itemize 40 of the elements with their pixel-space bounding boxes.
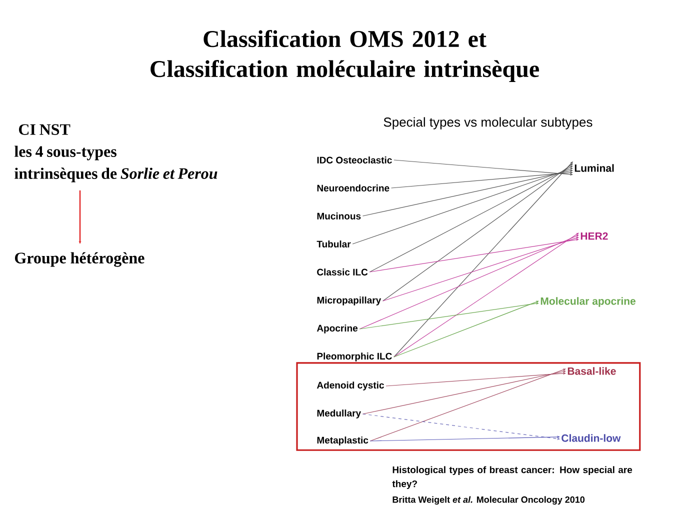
type-label: Medullary <box>317 410 361 418</box>
connector-line <box>369 238 579 272</box>
connector-line <box>390 171 573 188</box>
connector-line <box>382 164 573 302</box>
type-label: Apocrine <box>316 324 358 334</box>
caption: Histological types of breast cancer: How special are they? <box>392 466 632 490</box>
type-label: Micropapillary <box>317 296 382 306</box>
subtype-label: Luminal <box>574 164 614 172</box>
type-label: Mucinous <box>317 212 361 220</box>
text: les 4 sous-types intrinsèques de Sorlie et Perou <box>14 146 218 182</box>
connector-line <box>394 300 539 358</box>
figure-heading: Special types vs molecular subtypes <box>384 117 592 130</box>
connector-line <box>359 234 579 330</box>
connector-line <box>359 302 539 330</box>
connector-line <box>386 372 566 386</box>
citation: Britta Weigelt et al. Molecular Oncology 2010 <box>392 496 585 505</box>
type-label: Adenoid cystic <box>316 382 384 390</box>
connector-line <box>352 168 573 244</box>
highlight-box <box>296 362 641 451</box>
type-label: IDC Osteoclastic <box>317 156 392 164</box>
connector-line <box>369 166 573 272</box>
subtype-label: HER2 <box>580 232 608 240</box>
type-label: Metaplastic <box>317 436 368 446</box>
connector-line <box>362 414 560 440</box>
type-label: Pleomorphic ILC <box>317 352 392 362</box>
connector-line <box>370 436 560 442</box>
type-label: Classic ILC <box>317 268 368 276</box>
heading: CI NST <box>19 124 70 135</box>
connector-line <box>362 170 573 216</box>
connector-line <box>362 370 566 414</box>
subtype-label: Basal-like <box>568 367 616 375</box>
type-label: Neuroendocrine <box>317 184 390 192</box>
subtype-label: Molecular apocrine <box>540 297 636 307</box>
connector-line <box>382 236 579 302</box>
subtype-label: Claudin-low <box>562 434 621 442</box>
connector-line <box>370 368 566 442</box>
text: Groupe hétérogène <box>15 252 144 267</box>
title: Classification OMS 2012 et Classification moléculaire intrinsèque <box>150 30 539 82</box>
type-label: Tubular <box>316 240 351 248</box>
connector-line <box>394 232 579 358</box>
